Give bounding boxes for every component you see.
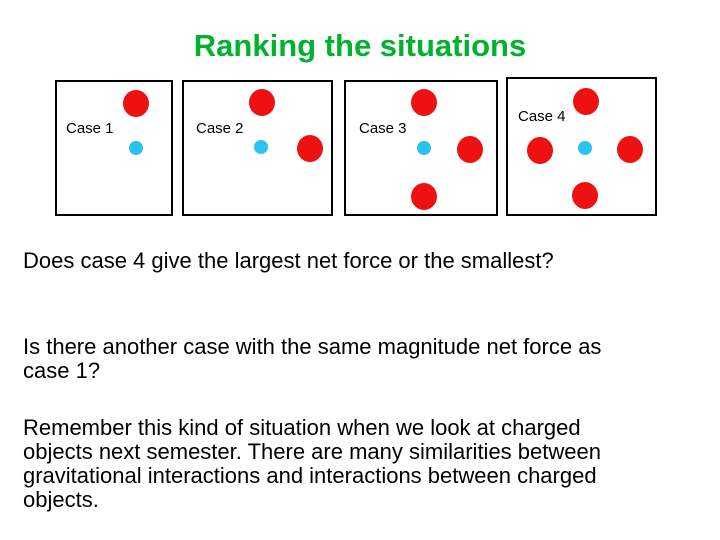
case-4-large-mass-left-dot	[527, 137, 553, 164]
remember-line-1: Remember this kind of situation when we …	[23, 415, 581, 440]
remember-paragraph: Remember this kind of situation when we …	[23, 416, 698, 512]
case-4-label: Case 4	[518, 108, 566, 125]
case-4-large-mass-bottom-dot	[572, 182, 598, 209]
remember-line-2: objects next semester. There are many si…	[23, 439, 601, 464]
case-4-large-mass-top-dot	[573, 88, 599, 115]
remember-line-4: objects.	[23, 487, 99, 512]
slide-title: Ranking the situations	[193, 28, 527, 63]
case-2-large-mass-top-dot	[249, 89, 275, 116]
case-3-large-mass-top-dot	[411, 89, 437, 116]
question-2-line-2: case 1?	[23, 358, 101, 383]
case-1-box	[55, 80, 173, 216]
remember-line-3: gravitational interactions and interacti…	[23, 463, 597, 488]
question-2-line-1: Is there another case with the same magn…	[23, 334, 602, 359]
case-4-large-mass-right-dot	[617, 136, 643, 163]
case-3-small-mass-center-dot	[417, 141, 431, 155]
case-3-large-mass-right-dot	[457, 136, 483, 163]
question-paragraph-1: Does case 4 give the largest net force o…	[23, 249, 698, 273]
question-paragraph-2: Is there another case with the same magn…	[23, 335, 698, 383]
case-2-large-mass-right-dot	[297, 135, 323, 162]
case-4-small-mass-center-dot	[578, 141, 592, 155]
case-3-large-mass-bottom-dot	[411, 183, 437, 210]
case-2-small-mass-center-dot	[254, 140, 268, 154]
case-3-label: Case 3	[359, 120, 407, 137]
question-1-line-1: Does case 4 give the largest net force o…	[23, 248, 554, 273]
case-1-large-mass-top-dot	[123, 90, 149, 117]
case-2-label: Case 2	[196, 120, 244, 137]
case-1-label: Case 1	[66, 120, 114, 137]
case-1-small-mass-center-dot	[129, 141, 143, 155]
